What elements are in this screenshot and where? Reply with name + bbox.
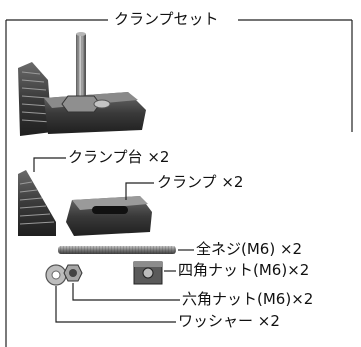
clamp-bar-illustration bbox=[66, 196, 152, 236]
label-threaded-rod: 全ネジ(M6) ×2 bbox=[194, 240, 305, 258]
square-nut-illustration bbox=[133, 261, 163, 285]
label-square-nut: 四角ナット(M6)×2 bbox=[176, 261, 312, 279]
leader-lines bbox=[33, 157, 194, 323]
threaded-rod-illustration bbox=[58, 246, 176, 254]
frame-lines bbox=[5, 19, 353, 347]
label-clamp-base: クランプ台 ×2 bbox=[66, 148, 172, 166]
label-washer: ワッシャー ×2 bbox=[176, 312, 282, 330]
clamp-base-illustration bbox=[18, 170, 56, 236]
diagram-title: クランプセット bbox=[112, 10, 221, 28]
washer-illustration bbox=[45, 264, 67, 286]
assembled-clamp-illustration bbox=[18, 32, 146, 136]
label-clamp-bar: クランプ ×2 bbox=[155, 173, 246, 191]
hex-nut-illustration bbox=[63, 264, 83, 282]
label-hex-nut: 六角ナット(M6)×2 bbox=[180, 290, 316, 308]
